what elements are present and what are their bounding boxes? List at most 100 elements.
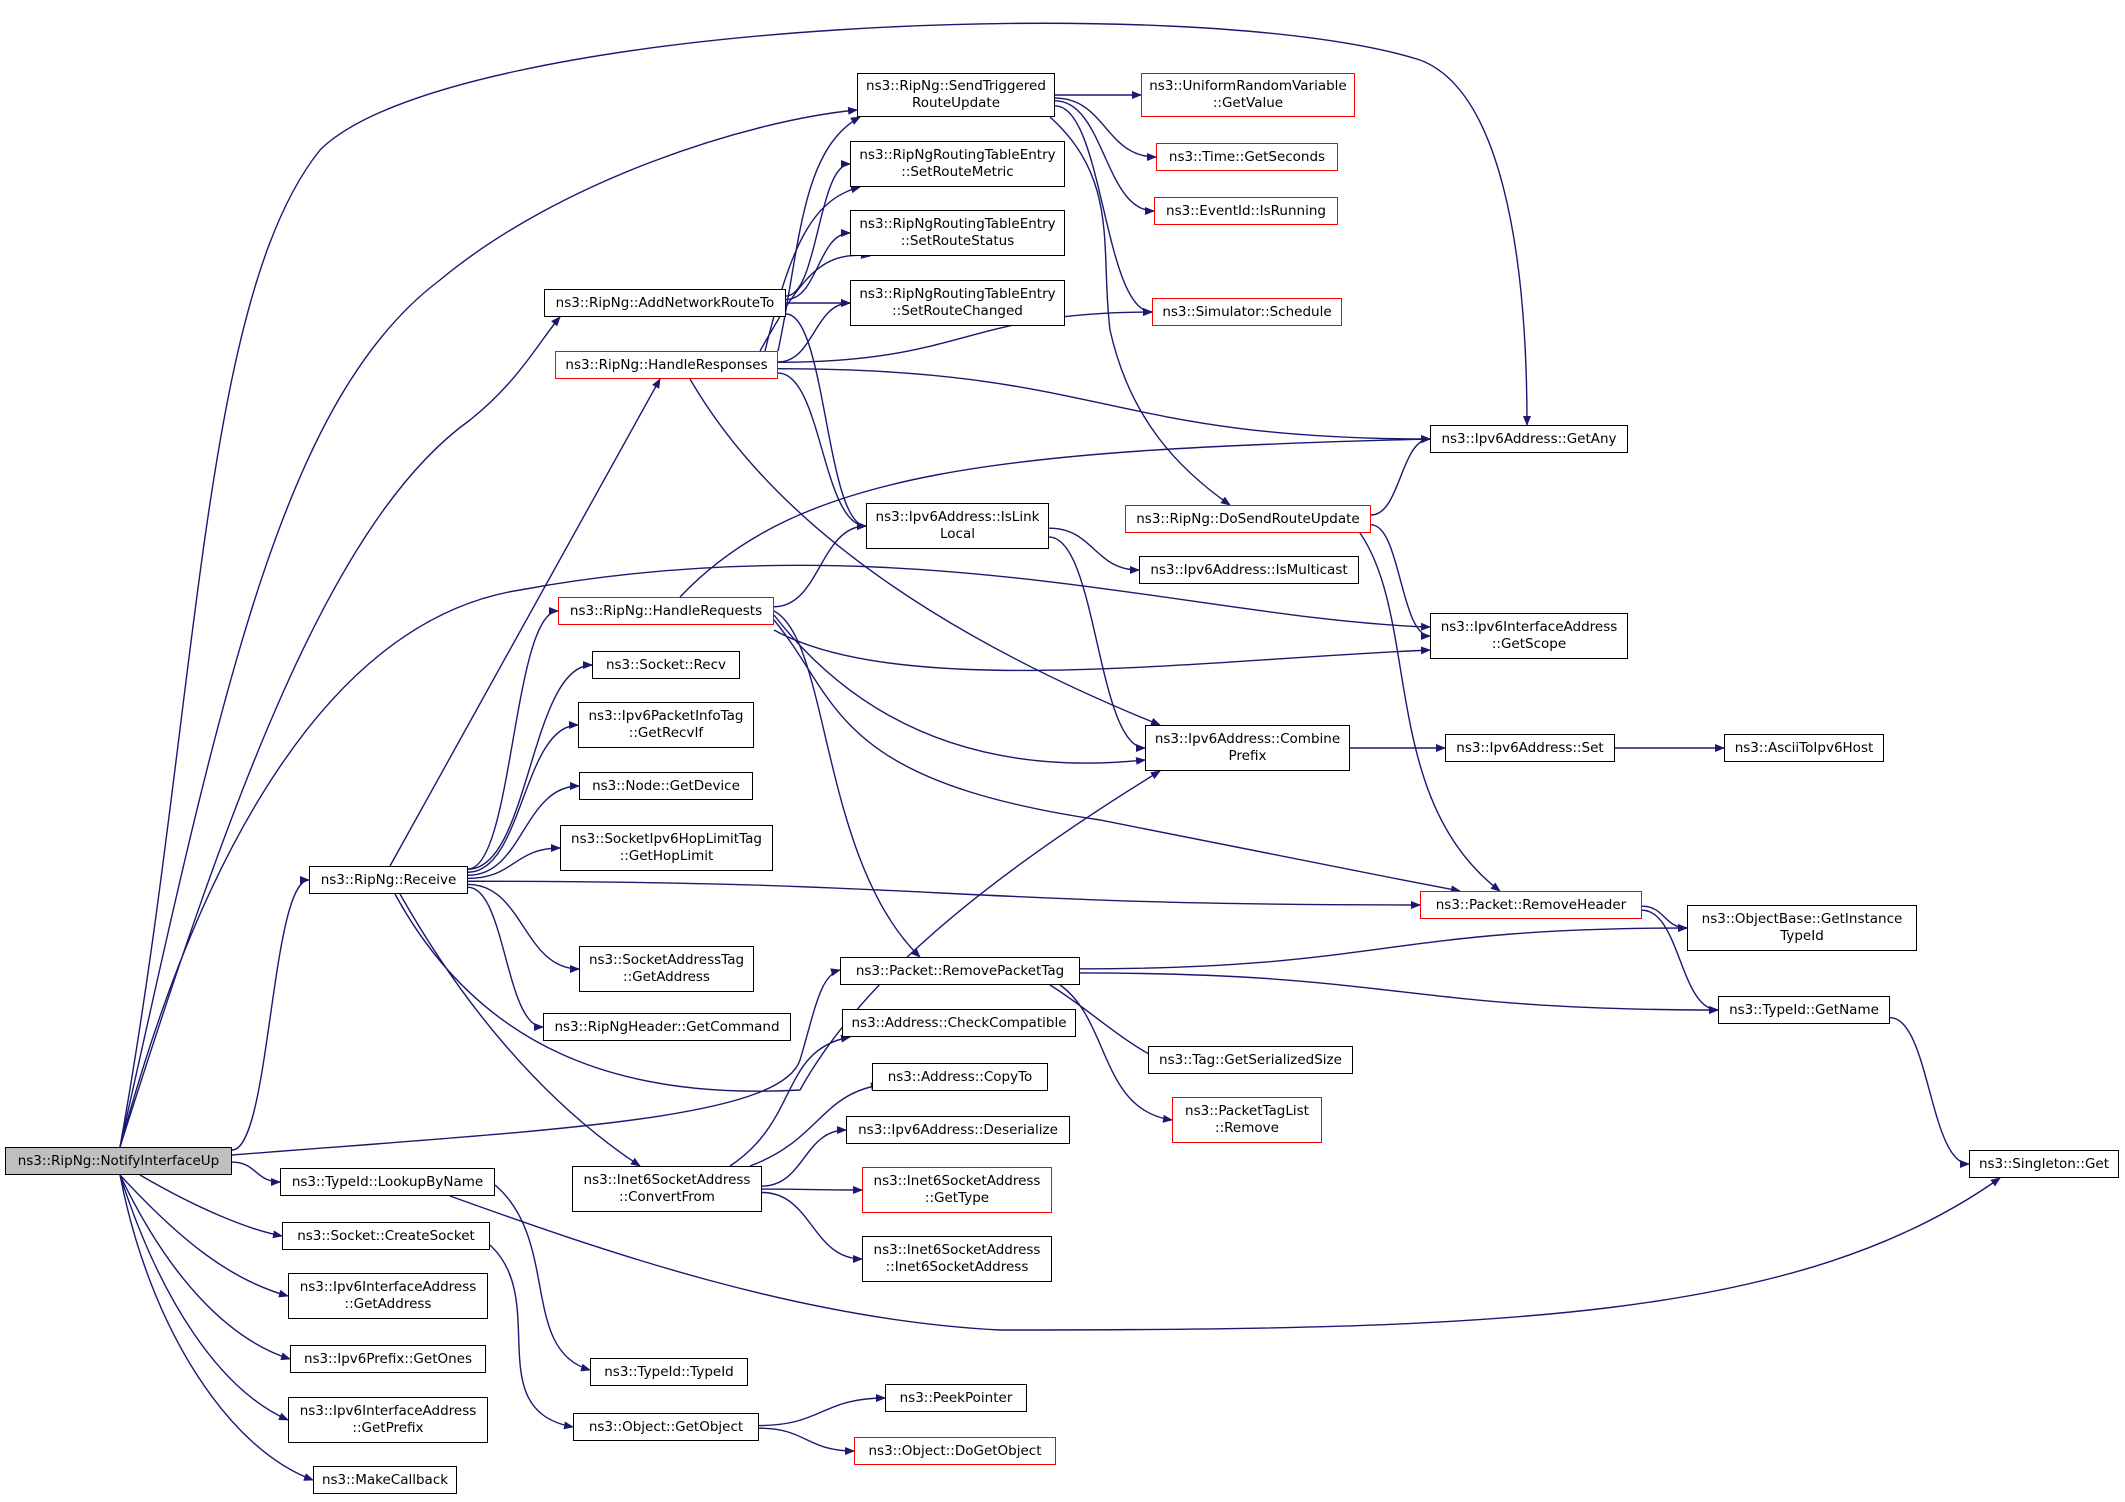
edge-receive-to-handleReq bbox=[467, 607, 559, 870]
edge-handleResp-to-getAny bbox=[777, 368, 1431, 443]
node-ns3-ripngroutingtableentry-setroutechanged[interactable]: ns3::RipNgRoutingTableEntry ::SetRouteCh… bbox=[850, 280, 1065, 326]
node-ns3-typeid-getname[interactable]: ns3::TypeId::GetName bbox=[1718, 996, 1890, 1024]
node-ns3-ripng-addnetworkrouteto[interactable]: ns3::RipNg::AddNetworkRouteTo bbox=[544, 289, 786, 317]
edge-sendTrig-to-isRunning bbox=[1054, 100, 1155, 215]
node-ns3-socketipv6hoplimittag-gethoplimit[interactable]: ns3::SocketIpv6HopLimitTag ::GetHopLimit bbox=[560, 825, 773, 871]
edge-handleReq-to-removePktTag bbox=[773, 610, 921, 958]
edge-handleReq-to-getScope bbox=[773, 629, 1431, 672]
node-ns3-makecallback[interactable]: ns3::MakeCallback bbox=[313, 1466, 457, 1494]
edge-getName-to-singleton bbox=[1889, 1017, 1970, 1168]
edge-isLinkLocal-to-isMulticast bbox=[1048, 527, 1140, 574]
node-ns3-tag-getserializedsize[interactable]: ns3::Tag::GetSerializedSize bbox=[1148, 1046, 1353, 1074]
node-ns3-ipv6interfaceaddress-getscope[interactable]: ns3::Ipv6InterfaceAddress ::GetScope bbox=[1430, 613, 1628, 659]
node-ns3-object-getobject[interactable]: ns3::Object::GetObject bbox=[573, 1413, 759, 1441]
edge-doSend-to-getAny bbox=[1370, 435, 1431, 516]
node-ns3-address-copyto[interactable]: ns3::Address::CopyTo bbox=[872, 1063, 1048, 1091]
node-ns3-typeid-lookupbyname[interactable]: ns3::TypeId::LookupByName bbox=[280, 1168, 495, 1196]
edge-getObject-to-peek bbox=[758, 1394, 886, 1427]
edge-notify-to-addNet bbox=[119, 316, 561, 1148]
node-ns3-inet6socketaddress-gettype[interactable]: ns3::Inet6SocketAddress ::GetType bbox=[862, 1167, 1052, 1213]
node-ns3-simulator-schedule[interactable]: ns3::Simulator::Schedule bbox=[1152, 298, 1342, 326]
node-ns3-time-getseconds[interactable]: ns3::Time::GetSeconds bbox=[1156, 143, 1338, 171]
node-ns3-ripng-sendtriggeredrouteupdate[interactable]: ns3::RipNg::SendTriggered RouteUpdate bbox=[857, 73, 1055, 117]
node-ns3-ipv6packetinfotag-getrecvif[interactable]: ns3::Ipv6PacketInfoTag ::GetRecvIf bbox=[578, 702, 754, 748]
edge-isLinkLocal-to-combine bbox=[1048, 536, 1146, 752]
node-ns3-ipv6address-set[interactable]: ns3::Ipv6Address::Set bbox=[1445, 734, 1615, 762]
edge-notify-to-receive bbox=[231, 876, 310, 1151]
edge-handleResp-to-setMetric bbox=[764, 185, 861, 352]
node-ns3-node-getdevice[interactable]: ns3::Node::GetDevice bbox=[579, 772, 753, 800]
edge-removePktTag-to-getName bbox=[1079, 972, 1719, 1014]
node-ns3-ripngroutingtableentry-setroutemetric[interactable]: ns3::RipNgRoutingTableEntry ::SetRouteMe… bbox=[850, 141, 1065, 187]
node-ns3-eventid-isrunning[interactable]: ns3::EventId::IsRunning bbox=[1154, 197, 1338, 225]
edge-removePktTag-to-serSize bbox=[1049, 984, 1161, 1061]
node-ns3-ipv6address-getany[interactable]: ns3::Ipv6Address::GetAny bbox=[1430, 425, 1628, 453]
node-ns3-ripng-receive[interactable]: ns3::RipNg::Receive bbox=[309, 866, 468, 894]
node-ns3-packettaglist-remove[interactable]: ns3::PacketTagList ::Remove bbox=[1172, 1097, 1322, 1143]
node-ns3-ripngheader-getcommand[interactable]: ns3::RipNgHeader::GetCommand bbox=[543, 1013, 791, 1041]
node-ns3-ripng-notifyinterfaceup: ns3::RipNg::NotifyInterfaceUp bbox=[5, 1147, 232, 1175]
node-ns3-address-checkcompatible[interactable]: ns3::Address::CheckCompatible bbox=[842, 1009, 1076, 1037]
node-ns3-ipv6address-deserialize[interactable]: ns3::Ipv6Address::Deserialize bbox=[846, 1116, 1070, 1144]
node-ns3-ripng-handleresponses[interactable]: ns3::RipNg::HandleResponses bbox=[555, 351, 778, 379]
edge-createSocket-to-getObject bbox=[489, 1244, 574, 1430]
edge-handleReq-to-isLinkLocal bbox=[773, 522, 867, 608]
edge-convertFrom-to-getType bbox=[761, 1185, 863, 1194]
edge-lookup-to-singleton bbox=[449, 1177, 2001, 1331]
node-ns3-uniformrandomvariable-getvalue[interactable]: ns3::UniformRandomVariable ::GetValue bbox=[1141, 73, 1355, 117]
edge-notify-to-ifaceGetAddr bbox=[119, 1174, 289, 1298]
node-ns3-ipv6interfaceaddress-getprefix[interactable]: ns3::Ipv6InterfaceAddress ::GetPrefix bbox=[288, 1397, 488, 1443]
edge-doSend-to-getScope bbox=[1370, 524, 1431, 640]
edge-notify-to-sendTrig bbox=[119, 106, 858, 1148]
edge-receive-to-sockRecv bbox=[467, 661, 593, 870]
node-ns3-objectbase-getinstancetypeid[interactable]: ns3::ObjectBase::GetInstance TypeId bbox=[1687, 905, 1917, 951]
node-ns3-ripng-dosendrouteupdate[interactable]: ns3::RipNg::DoSendRouteUpdate bbox=[1125, 505, 1371, 533]
node-ns3-ripng-handlerequests[interactable]: ns3::RipNg::HandleRequests bbox=[558, 597, 774, 625]
node-ns3-object-dogetobject[interactable]: ns3::Object::DoGetObject bbox=[854, 1437, 1056, 1465]
edge-receive-to-handleResp bbox=[389, 378, 661, 867]
node-ns3-socket-createsocket[interactable]: ns3::Socket::CreateSocket bbox=[282, 1222, 490, 1250]
edge-receive-to-combine bbox=[394, 770, 1161, 1092]
edge-notify-to-getScope bbox=[119, 564, 1431, 1148]
edge-convertFrom-to-checkCompat bbox=[729, 1034, 851, 1167]
node-ns3-socket-recv[interactable]: ns3::Socket::Recv bbox=[592, 651, 740, 679]
edge-handleReq-to-removeHeader bbox=[773, 619, 1461, 894]
node-ns3-ipv6prefix-getones[interactable]: ns3::Ipv6Prefix::GetOnes bbox=[290, 1345, 486, 1373]
node-ns3-typeid-typeid[interactable]: ns3::TypeId::TypeId bbox=[590, 1358, 748, 1386]
node-ns3-packet-removepackettag[interactable]: ns3::Packet::RemovePacketTag bbox=[840, 957, 1080, 985]
node-ns3-packet-removeheader[interactable]: ns3::Packet::RemoveHeader bbox=[1420, 891, 1642, 919]
node-ns3-ripngroutingtableentry-setroutestatus[interactable]: ns3::RipNgRoutingTableEntry ::SetRouteSt… bbox=[850, 210, 1065, 256]
edge-handleResp-to-isLinkLocal bbox=[777, 372, 867, 530]
edge-handleResp-to-sendTrig bbox=[777, 116, 861, 352]
edge-handleReq-to-getAny bbox=[679, 435, 1431, 598]
edge-getObject-to-doGetObject bbox=[758, 1427, 855, 1455]
node-ns3-peekpointer[interactable]: ns3::PeekPointer bbox=[885, 1384, 1027, 1412]
edge-removeHeader-to-getName bbox=[1641, 909, 1719, 1014]
edge-notify-to-ifaceGetPrefix bbox=[119, 1174, 289, 1421]
edge-notify-to-getOnes bbox=[119, 1174, 291, 1361]
edge-convertFrom-to-inet6ctor bbox=[761, 1191, 863, 1263]
edge-receive-to-convertFrom bbox=[399, 893, 641, 1167]
edge-receive-to-getCommand bbox=[467, 886, 544, 1031]
node-ns3-inet6socketaddress-convertfrom[interactable]: ns3::Inet6SocketAddress ::ConvertFrom bbox=[572, 1166, 762, 1212]
node-ns3-inet6socketaddress-inet6socketaddress[interactable]: ns3::Inet6SocketAddress ::Inet6SocketAdd… bbox=[862, 1236, 1052, 1282]
node-ns3-asciitoipv6host[interactable]: ns3::AsciiToIpv6Host bbox=[1724, 734, 1884, 762]
edge-receive-to-sockAddrTag bbox=[467, 883, 580, 973]
edge-receive-to-removeHeader bbox=[467, 880, 1421, 909]
edge-notify-to-lookup bbox=[231, 1161, 281, 1186]
node-ns3-ipv6address-islinklocal[interactable]: ns3::Ipv6Address::IsLink Local bbox=[866, 503, 1049, 549]
edge-notify-to-removePktTag bbox=[231, 968, 841, 1156]
node-ns3-singleton-get[interactable]: ns3::Singleton::Get bbox=[1969, 1150, 2119, 1178]
node-ns3-ipv6address-combineprefix[interactable]: ns3::Ipv6Address::Combine Prefix bbox=[1145, 725, 1350, 771]
edge-removePktTag-to-instTypeId bbox=[1079, 924, 1688, 970]
edge-lookup-to-typeIdCtor bbox=[494, 1184, 591, 1372]
edge-notify-to-createSocket bbox=[139, 1174, 283, 1239]
node-ns3-socketaddresstag-getaddress[interactable]: ns3::SocketAddressTag ::GetAddress bbox=[579, 946, 754, 992]
edge-handleResp-to-schedule bbox=[777, 308, 1153, 364]
edge-receive-to-getRecvIf bbox=[467, 721, 579, 873]
node-ns3-ipv6interfaceaddress-getaddress[interactable]: ns3::Ipv6InterfaceAddress ::GetAddress bbox=[288, 1273, 488, 1319]
node-ns3-ipv6address-ismulticast[interactable]: ns3::Ipv6Address::IsMulticast bbox=[1139, 556, 1359, 584]
edge-notify-to-makeCb bbox=[119, 1174, 314, 1481]
edge-convertFrom-to-copyTo bbox=[749, 1082, 881, 1167]
